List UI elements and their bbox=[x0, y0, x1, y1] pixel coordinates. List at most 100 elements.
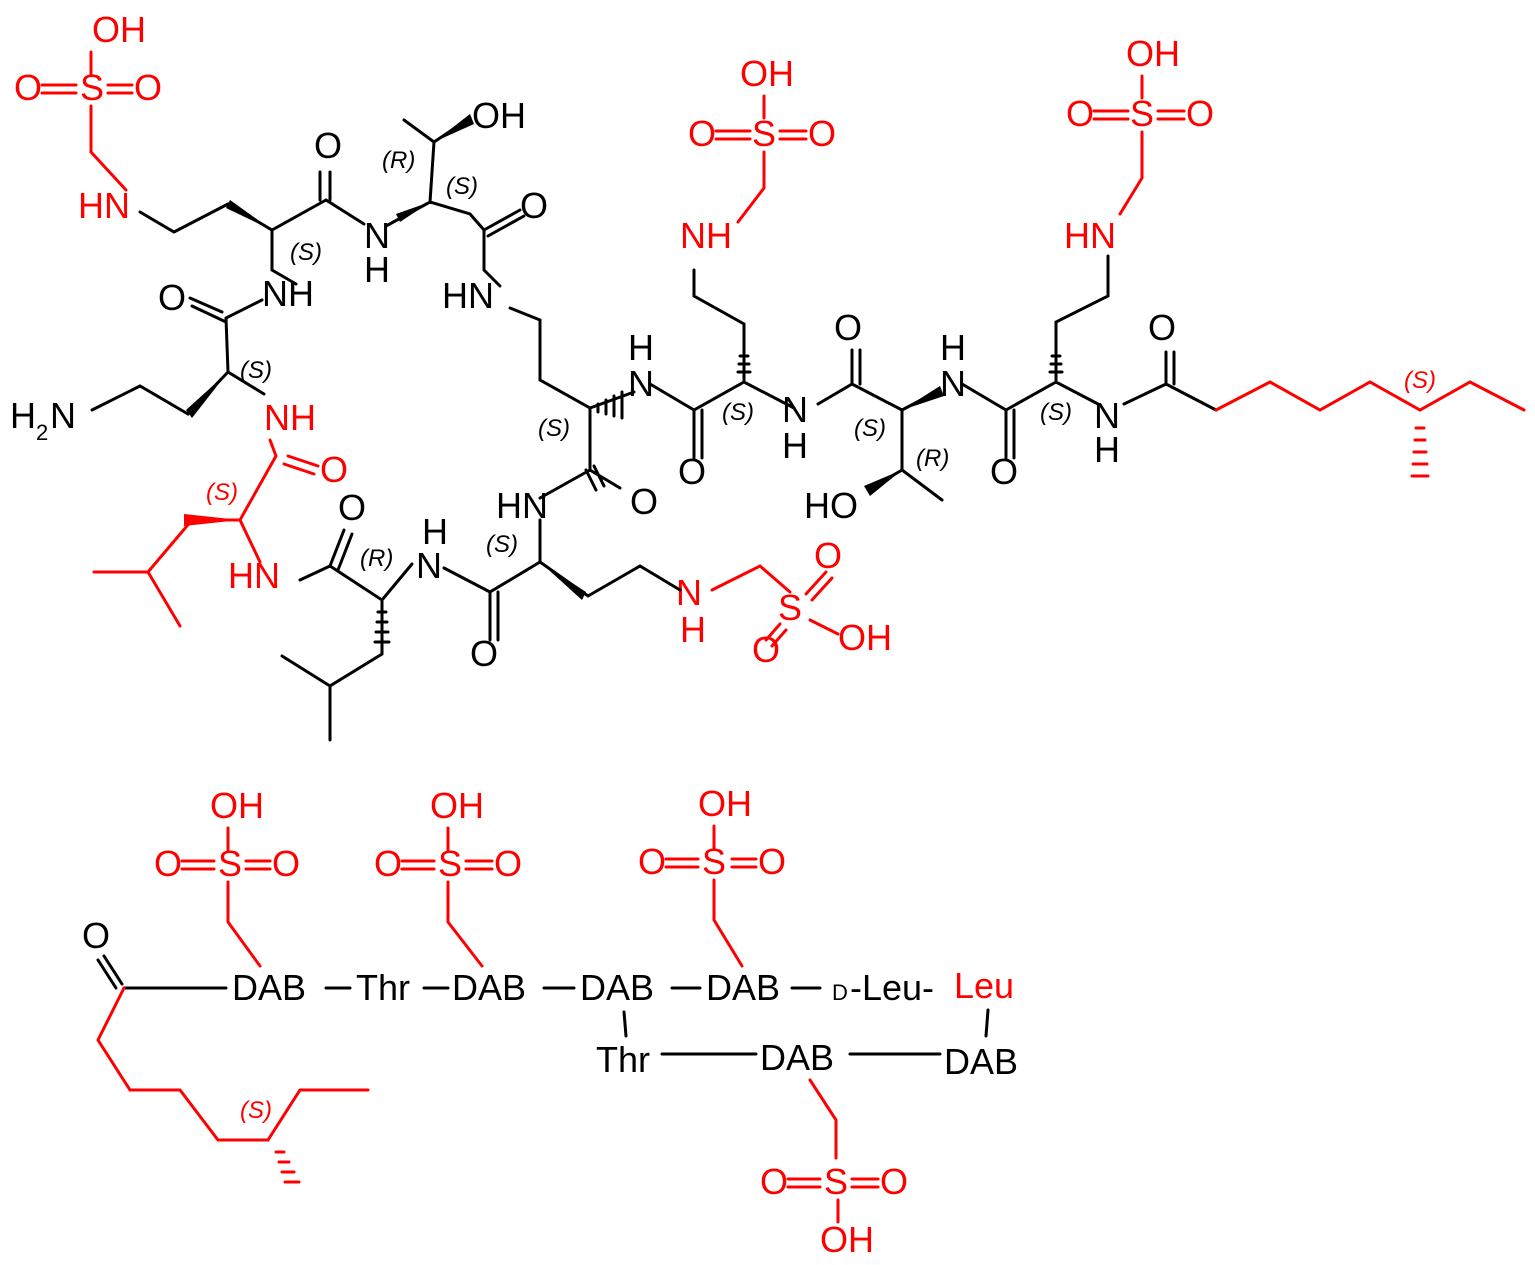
nitrogen-label: N bbox=[364, 215, 390, 256]
sulfomethyl-group-6: OH O S O bbox=[374, 785, 522, 884]
wedge-bond bbox=[396, 202, 430, 222]
oxygen-label: O bbox=[760, 1161, 788, 1202]
residue-d-leu: -Leu- bbox=[850, 967, 934, 1008]
hydrogen-label: H bbox=[782, 425, 808, 466]
hash-bonds bbox=[373, 354, 1064, 644]
oxygen-label: O bbox=[814, 535, 842, 576]
wedge-bonds bbox=[186, 114, 944, 600]
wedge-bond bbox=[540, 562, 586, 600]
schematic-sulfonate-bonds bbox=[180, 824, 880, 1224]
oxygen-label: O bbox=[1066, 93, 1094, 134]
amine-label: HN bbox=[1064, 215, 1116, 256]
carbonyl-oxygen: O bbox=[338, 487, 366, 528]
hydrogen-label: H bbox=[628, 327, 654, 368]
carbonyl-oxygen: O bbox=[314, 125, 342, 166]
skeletal-structure: OH O S O HN OH O S O NH OH O S O HN O bbox=[10, 9, 1526, 742]
residue-dab: DAB bbox=[760, 1037, 834, 1078]
hydroxyl-label: OH bbox=[210, 785, 264, 826]
oxygen-label: O bbox=[374, 843, 402, 884]
hydroxyl-label: OH bbox=[1126, 33, 1180, 74]
sulfur-label: S bbox=[1130, 93, 1154, 134]
oxygen-label: O bbox=[272, 843, 300, 884]
terminal-amine-subscript: 2 bbox=[36, 420, 48, 445]
stereo-descriptor: (S) bbox=[1404, 367, 1436, 394]
residue-schematic: OH O S O OH O S O OH O S O O S O OH DAB … bbox=[82, 783, 1018, 1260]
hydroxyl-label: OH bbox=[820, 1219, 874, 1260]
stereo-descriptor: (S) bbox=[240, 1097, 272, 1124]
stereo-descriptor: (S) bbox=[446, 173, 478, 200]
carbonyl-oxygen: O bbox=[82, 915, 110, 956]
amide-hn: HN bbox=[442, 275, 494, 316]
carbonyl-oxygen: O bbox=[158, 277, 186, 318]
hydrogen-label: H bbox=[1094, 429, 1120, 470]
oxygen-label: O bbox=[808, 113, 836, 154]
lipid-hash-bond bbox=[1410, 426, 1430, 478]
backbone-bonds bbox=[90, 116, 1218, 742]
sulfomethyl-bonds bbox=[1092, 74, 1186, 216]
nitrogen-label: N bbox=[676, 572, 702, 613]
wedge-bond bbox=[434, 114, 474, 142]
oxygen-label: O bbox=[14, 67, 42, 108]
hydrogen-label: H bbox=[940, 327, 966, 368]
sulfomethyl-group-7: OH O S O bbox=[638, 783, 786, 882]
amine-label: HN bbox=[78, 185, 130, 226]
stereo-descriptors: (R) (S) (S) (S) (S) (S) (S) (S) (S) (R) … bbox=[206, 147, 1436, 572]
leucine-labels: NH O HN bbox=[228, 397, 348, 596]
oxygen-label: O bbox=[880, 1161, 908, 1202]
oxygen-label: O bbox=[758, 841, 786, 882]
oxygen-label: O bbox=[752, 629, 780, 670]
amine-label: NH bbox=[680, 215, 732, 256]
stereo-descriptor: (R) bbox=[360, 545, 393, 572]
oxygen-label: O bbox=[494, 843, 522, 884]
nitrogen-label: N bbox=[782, 389, 808, 430]
oxygen-label: O bbox=[638, 841, 666, 882]
oxygen-label: O bbox=[1186, 93, 1214, 134]
stereo-descriptor: (S) bbox=[240, 357, 272, 384]
sulfomethyl-group-2: OH O S O NH bbox=[680, 53, 836, 256]
sulfomethyl-group-5: OH O S O bbox=[154, 785, 300, 884]
hydroxyl-label: OH bbox=[472, 95, 526, 136]
nitrogen-label: N bbox=[1094, 395, 1120, 436]
stereo-descriptor: (R) bbox=[916, 445, 949, 472]
leucine-wedge-bond bbox=[184, 514, 240, 526]
residue-dab: DAB bbox=[232, 967, 306, 1008]
residue-dab: DAB bbox=[580, 967, 654, 1008]
hydroxyl-label: OH bbox=[92, 9, 146, 50]
sulfur-label: S bbox=[752, 113, 776, 154]
oxygen-label: O bbox=[688, 113, 716, 154]
hydroxyl-label: OH bbox=[838, 617, 892, 658]
carbonyl-oxygen: O bbox=[630, 481, 658, 522]
wedge-bond bbox=[864, 470, 902, 496]
residue-thr: Thr bbox=[356, 967, 410, 1008]
backbone-labels: OH O O N H NH HN O O O H H N N N H N H H… bbox=[10, 95, 1176, 674]
nitrogen-label: N bbox=[416, 545, 442, 586]
terminal-amine-h: H bbox=[10, 395, 36, 436]
sulfur-label: S bbox=[218, 843, 242, 884]
sulfomethyl-bonds bbox=[714, 94, 808, 224]
stereo-descriptor: (S) bbox=[290, 239, 322, 266]
schematic-lipid-hash bbox=[274, 1150, 301, 1184]
stereo-descriptor: (S) bbox=[854, 415, 886, 442]
stereo-descriptor: (S) bbox=[722, 399, 754, 426]
stereo-descriptor: (R) bbox=[382, 147, 415, 174]
lipid-tail-bonds bbox=[1214, 380, 1526, 412]
hydrogen-label: H bbox=[422, 511, 448, 552]
leucine-bonds bbox=[92, 438, 320, 628]
wedge-bond bbox=[186, 372, 228, 418]
residue-dab: DAB bbox=[452, 967, 526, 1008]
hydrogen-label: H bbox=[364, 249, 390, 290]
peptide-links bbox=[96, 954, 990, 1056]
amide-hn: HN bbox=[228, 555, 280, 596]
stereo-descriptor: (S) bbox=[206, 479, 238, 506]
wedge-bond bbox=[226, 200, 272, 230]
sulfomethyl-group-3: OH O S O HN bbox=[1064, 33, 1214, 256]
stereo-descriptor: (S) bbox=[486, 531, 518, 558]
residue-dab: DAB bbox=[706, 967, 780, 1008]
hydroxyl-label: OH bbox=[430, 785, 484, 826]
sulfomethyl-bonds bbox=[40, 50, 134, 192]
sulfomethyl-group-1: OH O S O HN bbox=[14, 9, 162, 226]
carbonyl-oxygen: O bbox=[520, 185, 548, 226]
terminal-amine-n: N bbox=[50, 395, 76, 436]
sulfomethyl-bonds bbox=[710, 564, 840, 648]
